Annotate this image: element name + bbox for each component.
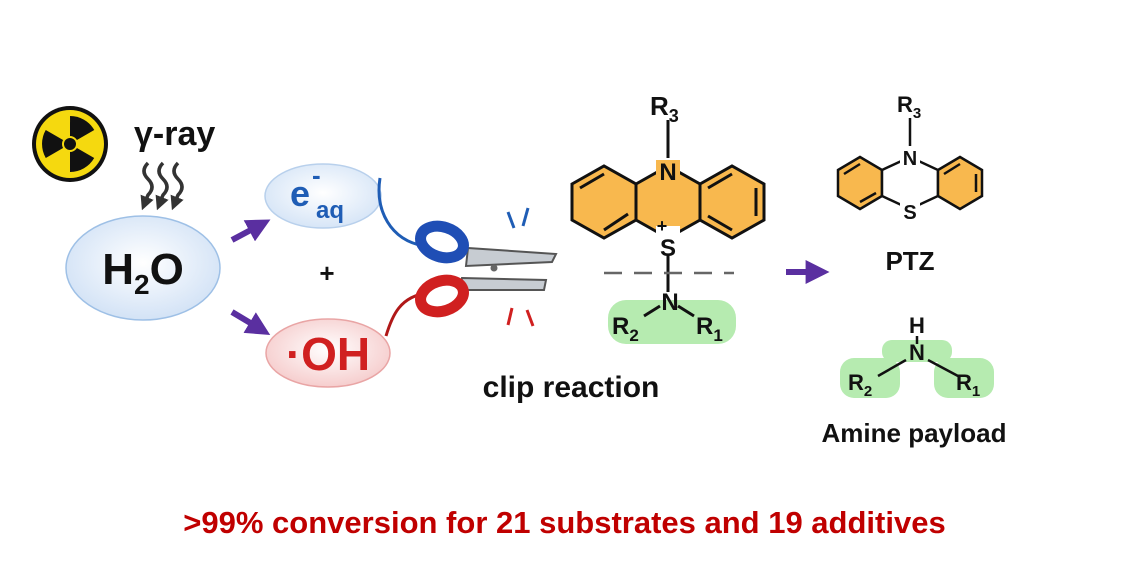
s-label-bg	[656, 226, 680, 252]
gamma-ray-arrows	[140, 161, 184, 211]
ptz-s-bg	[900, 200, 920, 222]
amine-payload-molecule	[840, 336, 994, 398]
radiation-icon	[32, 106, 108, 182]
ptz-s: S	[903, 202, 916, 224]
arrow-to-hydroxyl	[230, 309, 271, 335]
prodrug-r3: R3	[650, 91, 679, 126]
n-label-bg	[656, 160, 680, 182]
plus-sign: +	[319, 258, 334, 288]
electron-to-scissors-curve	[377, 177, 425, 248]
amine-n: N	[909, 340, 925, 365]
ptz-n-bg	[900, 146, 920, 168]
amine-r1: R1	[956, 370, 980, 400]
prodrug-s-charge: +	[657, 216, 668, 236]
hydroxyl-label: ·OH	[286, 328, 370, 380]
clip-reaction-caption: clip reaction	[483, 371, 660, 404]
conversion-summary: >99% conversion for 21 substrates and 19…	[183, 505, 946, 540]
ptz-molecule	[836, 118, 984, 211]
prodrug-s: S	[660, 235, 676, 262]
hydrated-electron-node: e - aq	[264, 160, 382, 229]
electron-charge: -	[312, 160, 321, 190]
water-formula: H2O	[102, 245, 184, 300]
ptz-r3: R3	[897, 92, 921, 122]
ptz-n: N	[903, 148, 917, 170]
prodrug-r1: R1	[696, 313, 723, 345]
electron-symbol: e	[290, 173, 310, 214]
amine-payload-caption: Amine payload	[822, 418, 1007, 448]
prodrug-n-amine: N	[661, 289, 678, 316]
prodrug-n-top: N	[659, 159, 676, 186]
arrow-to-electron	[230, 219, 271, 243]
ptz-caption: PTZ	[885, 246, 934, 276]
prodrug-molecule	[570, 120, 766, 344]
hydroxyl-radical-node: ·OH	[265, 318, 391, 388]
gamma-ray-label: γ-ray	[134, 115, 215, 153]
prodrug-r2: R2	[612, 313, 639, 345]
amine-r2: R2	[848, 370, 872, 400]
scissors-icon	[415, 207, 558, 327]
electron-subscript: aq	[316, 197, 344, 224]
amine-h: H	[909, 313, 925, 338]
water-node: H2O	[65, 215, 221, 321]
